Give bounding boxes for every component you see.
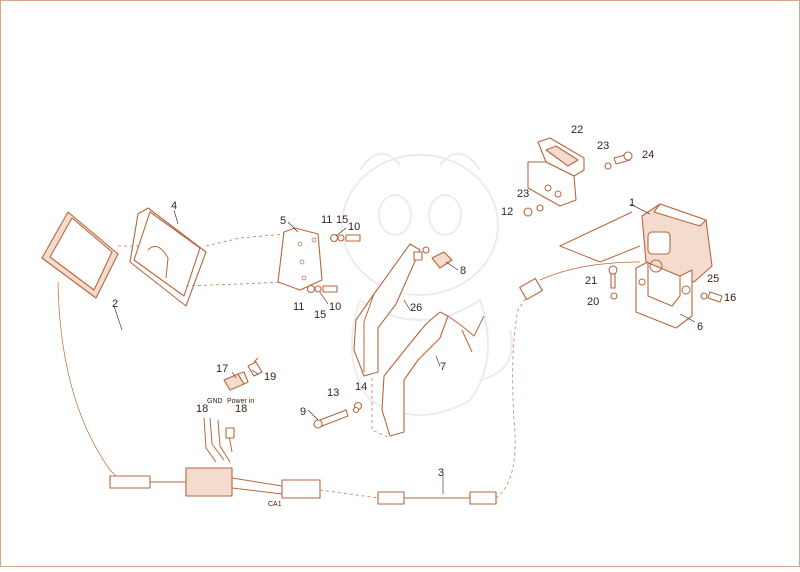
callout-3: 3: [438, 467, 444, 479]
callout-18-right: 18: [235, 403, 247, 415]
callout-15-top: 15: [336, 214, 348, 226]
callout-7: 7: [440, 361, 446, 373]
screw-set-bottom: [306, 284, 338, 294]
callout-8: 8: [460, 265, 466, 277]
callout-18-left: 18: [196, 403, 208, 415]
callout-2: 2: [112, 298, 118, 310]
callout-17: 17: [216, 363, 228, 375]
bolt-assembly-8: [422, 246, 453, 269]
bolt-21: [608, 265, 618, 300]
callout-5: 5: [280, 215, 286, 227]
bracket-26: [353, 243, 423, 377]
watermark-mascot: [341, 152, 513, 416]
extension-cable-3: [377, 261, 641, 505]
callout-23-top: 23: [597, 140, 609, 152]
wiring-harness: [109, 417, 379, 499]
callout-26: 26: [410, 302, 422, 314]
callout-25: 25: [707, 273, 719, 285]
connector-17: [223, 371, 249, 391]
callout-bracket: [558, 211, 641, 263]
connector-19: [247, 357, 263, 377]
callout-9: 9: [300, 406, 306, 418]
callout-11-bottom: 11: [293, 301, 304, 313]
callout-20: 20: [587, 296, 599, 308]
callout-4: 4: [171, 200, 177, 212]
callout-12: 12: [501, 206, 513, 218]
screw-set-top: [329, 233, 361, 243]
bracket-7: [381, 311, 485, 437]
leader-lines: [113, 203, 696, 494]
callout-1: 1: [629, 197, 635, 209]
monitor-cable: [57, 281, 119, 479]
callout-15-bottom: 15: [314, 309, 326, 321]
connector-dash: [205, 233, 286, 247]
wire-label-ca1: CA1: [268, 501, 282, 508]
camera-mount-6: [635, 261, 693, 329]
sun-visor: [129, 207, 207, 307]
callout-labels: 1 2 3 4 5 6 7 8 9 10 10 11 11 12 13 14 1…: [112, 124, 736, 508]
callout-13: 13: [327, 387, 339, 399]
wire-label-power-in: Power in: [227, 398, 254, 405]
mounting-plate: [277, 227, 323, 291]
wire-label-gnd: GND: [207, 398, 223, 405]
callout-10-top: 10: [348, 221, 360, 233]
callout-21: 21: [585, 275, 597, 287]
callout-10-bottom: 10: [329, 301, 341, 313]
bolt-25-16: [700, 291, 723, 303]
callout-22: 22: [571, 124, 583, 136]
callout-6: 6: [697, 321, 703, 333]
callout-14: 14: [355, 381, 367, 393]
top-bracket-22: [527, 137, 585, 207]
callout-16: 16: [724, 292, 736, 304]
camera-1: [641, 203, 713, 283]
monitor-display: [41, 211, 119, 299]
nut-12-23: [523, 204, 544, 217]
screw-9: [313, 401, 363, 429]
callout-19: 19: [264, 371, 276, 383]
connector-dash: [185, 281, 286, 287]
callout-24: 24: [642, 149, 654, 161]
callout-11-top: 11: [321, 214, 332, 226]
screw-23-24: [604, 151, 633, 170]
callout-23-bottom: 23: [517, 188, 529, 200]
